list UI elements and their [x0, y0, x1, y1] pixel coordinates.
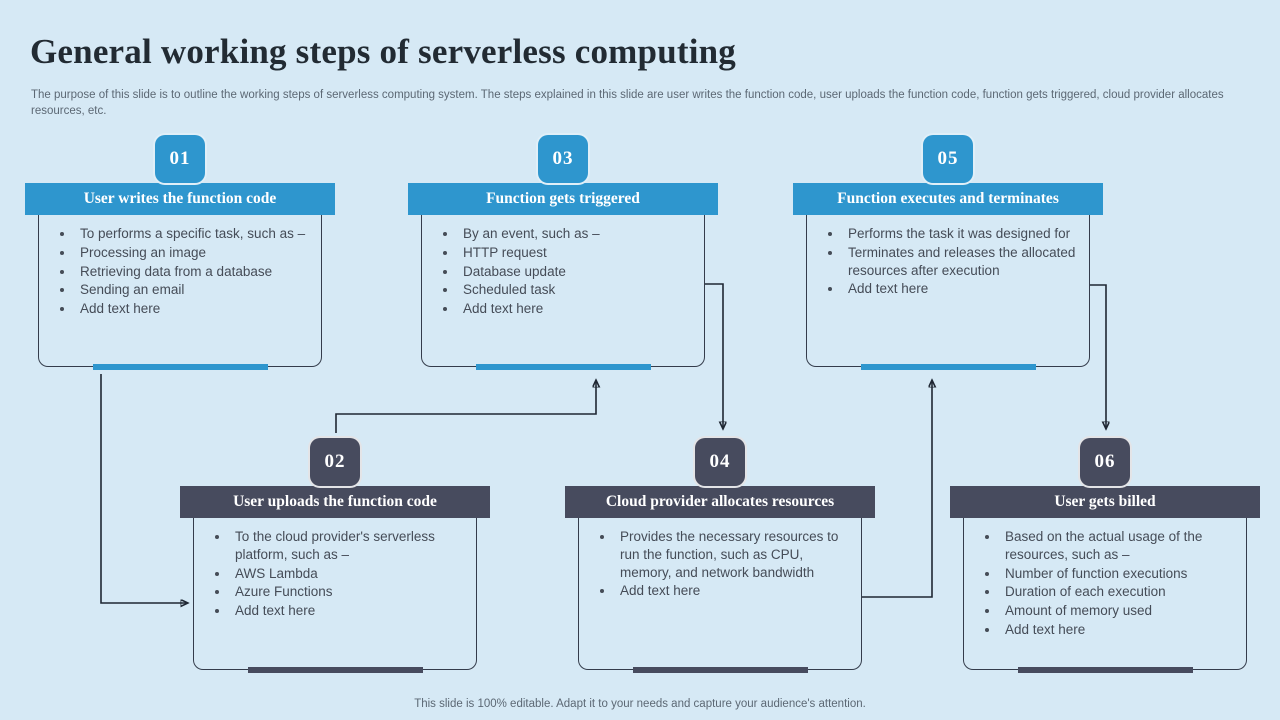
bullet-item: Amount of memory used — [1000, 602, 1238, 620]
footer-note: This slide is 100% editable. Adapt it to… — [414, 698, 866, 710]
step-body: Performs the task it was designed forTer… — [806, 215, 1090, 367]
bullet-item: By an event, such as – — [458, 225, 696, 243]
bullet-list: Provides the necessary resources to run … — [579, 528, 861, 600]
step-number-badge: 04 — [693, 436, 747, 488]
bullet-item: Add text here — [458, 300, 696, 318]
step-body: By an event, such as –HTTP requestDataba… — [421, 215, 705, 367]
accent-bar — [93, 364, 268, 370]
bullet-item: Add text here — [615, 582, 853, 600]
step-body: To the cloud provider's serverless platf… — [193, 518, 477, 670]
step-header: User writes the function code — [25, 183, 335, 215]
step-body: Provides the necessary resources to run … — [578, 518, 862, 670]
step-body: To performs a specific task, such as –Pr… — [38, 215, 322, 367]
accent-bar — [476, 364, 651, 370]
step-header: Cloud provider allocates resources — [565, 486, 875, 518]
accent-bar — [1018, 667, 1193, 673]
step-body: Based on the actual usage of the resourc… — [963, 518, 1247, 670]
bullet-item: Duration of each execution — [1000, 583, 1238, 601]
bullet-item: Based on the actual usage of the resourc… — [1000, 528, 1238, 564]
step-number-badge: 05 — [921, 133, 975, 185]
step-2-user-uploads-function-code: 02 User uploads the function code To the… — [180, 436, 490, 684]
step-header: Function executes and terminates — [793, 183, 1103, 215]
slide-description: The purpose of this slide is to outline … — [31, 89, 1224, 117]
bullet-item: Retrieving data from a database — [75, 263, 313, 281]
step-number-badge: 06 — [1078, 436, 1132, 488]
bullet-list: To the cloud provider's serverless platf… — [194, 528, 476, 620]
bullet-item: Terminates and releases the allocated re… — [843, 244, 1081, 280]
page-title: General working steps of serverless comp… — [30, 32, 737, 71]
bullet-item: Number of function executions — [1000, 565, 1238, 583]
accent-bar — [633, 667, 808, 673]
step-number-badge: 03 — [536, 133, 590, 185]
step-1-user-writes-function-code: 01 User writes the function code To perf… — [25, 133, 335, 381]
step-number-badge: 01 — [153, 133, 207, 185]
bullet-item: Database update — [458, 263, 696, 281]
bullet-item: Processing an image — [75, 244, 313, 262]
step-3-function-gets-triggered: 03 Function gets triggered By an event, … — [408, 133, 718, 381]
connector-step1-to-step2 — [100, 374, 187, 603]
step-header: Function gets triggered — [408, 183, 718, 215]
bullet-item: Add text here — [843, 280, 1081, 298]
step-6-user-gets-billed: 06 User gets billed Based on the actual … — [950, 436, 1260, 684]
bullet-item: Add text here — [75, 300, 313, 318]
bullet-list: By an event, such as –HTTP requestDataba… — [422, 225, 704, 318]
bullet-item: Scheduled task — [458, 281, 696, 299]
bullet-list: To performs a specific task, such as –Pr… — [39, 225, 321, 318]
bullet-item: AWS Lambda — [230, 565, 468, 583]
bullet-item: Sending an email — [75, 281, 313, 299]
step-5-function-executes-terminates: 05 Function executes and terminates Perf… — [793, 133, 1103, 381]
bullet-item: Add text here — [1000, 621, 1238, 639]
bullet-list: Based on the actual usage of the resourc… — [964, 528, 1246, 639]
bullet-item: Azure Functions — [230, 583, 468, 601]
bullet-item: HTTP request — [458, 244, 696, 262]
step-4-cloud-provider-allocates-resources: 04 Cloud provider allocates resources Pr… — [565, 436, 875, 684]
accent-bar — [861, 364, 1036, 370]
accent-bar — [248, 667, 423, 673]
bullet-item: Add text here — [230, 602, 468, 620]
bullet-item: Performs the task it was designed for — [843, 225, 1081, 243]
bullet-item: To the cloud provider's serverless platf… — [230, 528, 468, 564]
connector-step2-to-step3 — [335, 381, 596, 433]
bullet-list: Performs the task it was designed forTer… — [807, 225, 1089, 298]
bullet-item: Provides the necessary resources to run … — [615, 528, 853, 581]
step-number-badge: 02 — [308, 436, 362, 488]
step-header: User uploads the function code — [180, 486, 490, 518]
bullet-item: To performs a specific task, such as – — [75, 225, 313, 243]
step-header: User gets billed — [950, 486, 1260, 518]
